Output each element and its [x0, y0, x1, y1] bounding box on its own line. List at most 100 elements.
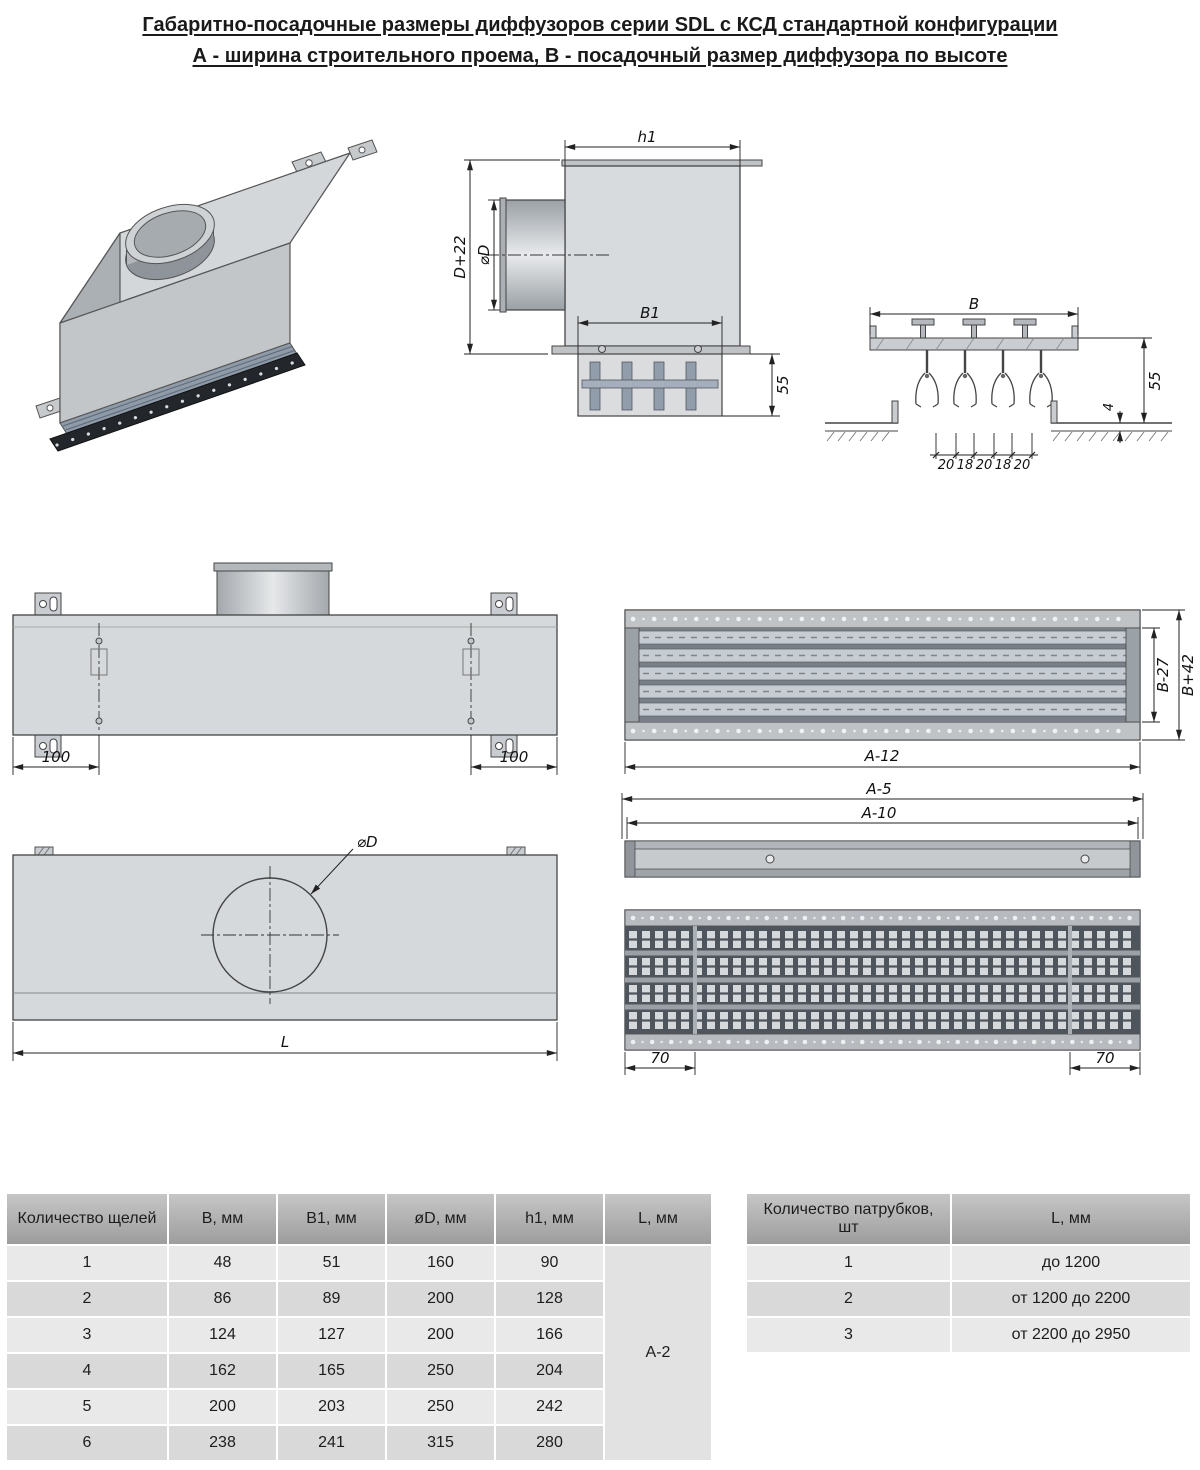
- cell: 1: [745, 1244, 952, 1282]
- diffuser-face: [624, 609, 1141, 741]
- cell: 200: [385, 1316, 496, 1354]
- table-row: 4 162 165 250 204: [5, 1352, 712, 1390]
- cell: до 1200: [950, 1244, 1192, 1282]
- dim-h1: h1: [564, 128, 741, 166]
- plan-view: B-27 B+42 A-12: [624, 609, 1197, 774]
- slot-box-side: [577, 345, 723, 417]
- cell: 204: [494, 1352, 605, 1390]
- dim-70-right: 70: [1069, 1049, 1141, 1075]
- dim-b1: B1: [577, 304, 723, 354]
- side-view: h1 D+22 ⌀D B1 55: [451, 128, 792, 417]
- dim-a-minus-10: A-10: [626, 804, 1139, 839]
- dim-ticks: [932, 451, 1036, 459]
- cell: 200: [167, 1388, 278, 1426]
- duct-spigot: [125, 203, 215, 281]
- page-title: Габаритно-посадочные размеры диффузоров …: [0, 10, 1200, 72]
- cell: 203: [276, 1388, 387, 1426]
- cell: 315: [385, 1424, 496, 1462]
- dim-55-section: 55: [1078, 337, 1164, 423]
- table-row: 5 200 203 250 242: [5, 1388, 712, 1426]
- cell: 127: [276, 1316, 387, 1354]
- suspension-points: [90, 623, 480, 731]
- cell: 3: [745, 1316, 952, 1354]
- cell: 6: [5, 1424, 169, 1462]
- dim-label-4: 4: [1102, 403, 1117, 411]
- cell: 162: [167, 1352, 278, 1390]
- duct-front: [213, 562, 333, 616]
- cell: 124: [167, 1316, 278, 1354]
- dim-label-100: 100: [42, 748, 71, 766]
- dim-a-minus-5: A-5: [621, 780, 1144, 839]
- dim-label-l: L: [281, 1033, 289, 1051]
- header-b: B, мм: [167, 1192, 278, 1246]
- grille-seam-left: [693, 926, 697, 1034]
- dim-label-55: 55: [774, 375, 792, 394]
- front-view: 100 100: [12, 562, 558, 775]
- dim-label-18: 18: [995, 458, 1012, 473]
- table-header-row: Количество щелей B, мм B1, мм øD, мм h1,…: [5, 1192, 713, 1246]
- dim-label-a-minus-10: A-10: [861, 804, 897, 822]
- header-h1: h1, мм: [494, 1192, 605, 1246]
- cell: 241: [276, 1424, 387, 1462]
- dim-label-b-plus-42: B+42: [1179, 654, 1197, 696]
- table-row: 1 48 51 160 90 А-2: [5, 1244, 713, 1462]
- dim-label-h1: h1: [637, 128, 656, 146]
- dim-label-20: 20: [976, 458, 993, 473]
- cell: от 2200 до 2950: [950, 1316, 1192, 1354]
- grille-rails: [625, 950, 1140, 1010]
- cell: 1: [5, 1244, 169, 1282]
- header-l: L, мм: [950, 1192, 1192, 1246]
- dim-label-18: 18: [957, 458, 974, 473]
- grille-view: 70 70: [624, 909, 1141, 1075]
- ceiling-hatch: [826, 431, 1169, 442]
- header-spigot-count: Количество патрубков, шт: [745, 1192, 952, 1246]
- ceiling: [825, 400, 1172, 442]
- dim-55-side: 55: [722, 353, 792, 417]
- dim-label-20: 20: [938, 458, 955, 473]
- cell: 51: [276, 1244, 387, 1282]
- cell: 250: [385, 1352, 496, 1390]
- dim-label-phi-d: ⌀D: [357, 833, 378, 851]
- dim-d-plus-22: D+22: [451, 159, 560, 355]
- body-panel: [12, 846, 558, 1021]
- cell: 242: [494, 1388, 605, 1426]
- table-row: 2 от 1200 до 2200: [745, 1280, 1192, 1318]
- dim-b-plus-42: B+42: [1142, 609, 1197, 741]
- dim-4: 4: [1102, 403, 1123, 443]
- table-row: 6 238 241 315 280: [5, 1424, 712, 1462]
- table-row: 2 86 89 200 128: [5, 1280, 712, 1318]
- header-b1: B1, мм: [276, 1192, 387, 1246]
- dim-b-minus-27: B-27: [1142, 627, 1172, 723]
- dim-label-a-minus-12: A-12: [864, 747, 900, 765]
- bracket-holes: [46, 146, 366, 412]
- table-header-row: Количество патрубков, шт L, мм: [745, 1192, 1192, 1246]
- cell: 3: [5, 1316, 169, 1354]
- cell: от 1200 до 2200: [950, 1280, 1192, 1318]
- duct-side: [486, 197, 610, 313]
- slats: [628, 630, 1137, 717]
- cell: 160: [385, 1244, 496, 1282]
- cell-l-merged: А-2: [603, 1244, 713, 1462]
- cell: 250: [385, 1388, 496, 1426]
- dimensions-table: Количество щелей B, мм B1, мм øD, мм h1,…: [5, 1192, 713, 1462]
- t-hangers: [911, 318, 1037, 339]
- header-slot-count: Количество щелей: [5, 1192, 169, 1246]
- dim-label-100: 100: [500, 748, 529, 766]
- cell: 165: [276, 1352, 387, 1390]
- dim-phi-d: ⌀D: [475, 199, 500, 311]
- grille-cells: [629, 931, 1136, 1029]
- cell: 86: [167, 1280, 278, 1318]
- duct-hole: [201, 866, 339, 1004]
- dim-label-b-minus-27: B-27: [1154, 657, 1172, 692]
- cell: 200: [385, 1280, 496, 1318]
- cell: 238: [167, 1424, 278, 1462]
- cell: 89: [276, 1280, 387, 1318]
- section-view: B 55 4 20 18 20 18 20: [825, 295, 1172, 473]
- dim-label-d-plus-22: D+22: [451, 235, 469, 278]
- table-row: 3 124 127 200 166: [5, 1316, 712, 1354]
- dim-label-b1: B1: [640, 304, 660, 322]
- header-phi-d: øD, мм: [385, 1192, 496, 1246]
- grille-seam-right: [1068, 926, 1072, 1034]
- profile-bar-view: A-5 A-10: [621, 780, 1144, 878]
- table-row: 1 до 1200: [745, 1244, 1192, 1282]
